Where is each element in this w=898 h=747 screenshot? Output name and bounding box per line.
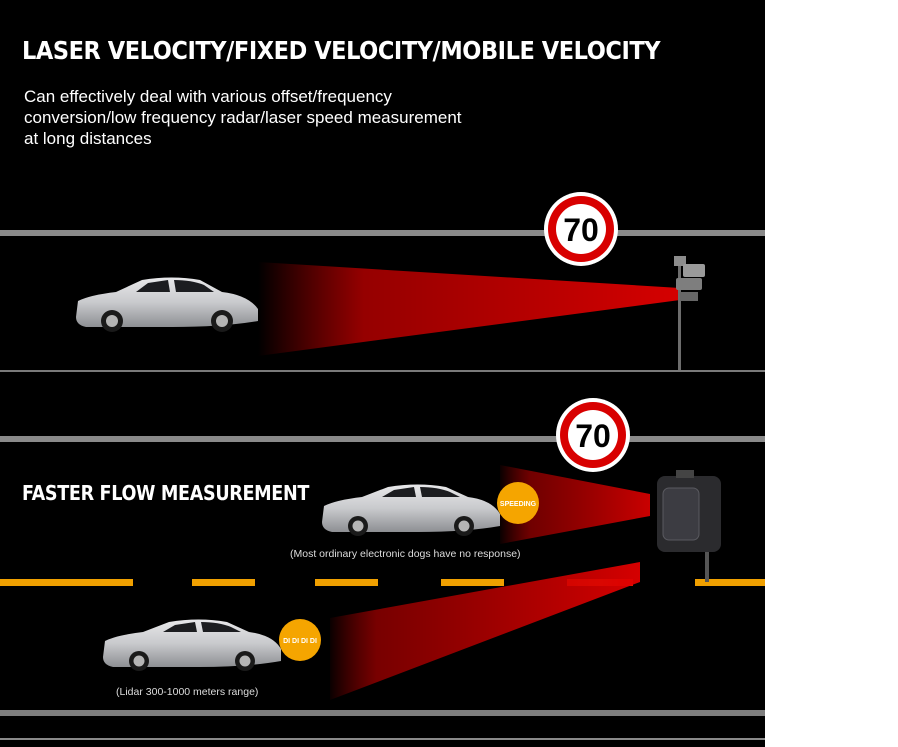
lidar-beam (330, 562, 640, 700)
speed-limit-sign-top: 70 (544, 192, 618, 266)
speed-camera-pole (674, 256, 705, 370)
speed-limit-value: 70 (563, 212, 599, 248)
speed-limit-value-2: 70 (575, 418, 611, 454)
road-edge-line-2 (0, 436, 765, 442)
camera-box (657, 470, 721, 582)
page-title: LASER VELOCITY/FIXED VELOCITY/MOBILE VEL… (22, 36, 661, 65)
speeding-badge-text: SPEEDING (500, 501, 537, 508)
section-divider-line (0, 370, 765, 372)
radar-beam (500, 465, 650, 544)
alert-badge: DI DI DI DI (279, 619, 321, 661)
section-title: FASTER FLOW MEASUREMENT (22, 481, 310, 505)
car-middle-caption: (Most ordinary electronic dogs have no r… (290, 548, 521, 560)
car-bottom-caption: (Lidar 300-1000 meters range) (116, 686, 259, 698)
laser-beam (258, 262, 680, 356)
speed-limit-sign-bottom: 70 (556, 398, 630, 472)
page-subtitle: Can effectively deal with various offset… (24, 87, 462, 148)
scene-graphics: 70 70 SPEEDING DI DI DI DI (0, 192, 765, 740)
car-bottom (103, 619, 281, 671)
infographic-panel: 70 70 SPEEDING DI DI DI DI LASER VELOCIT… (0, 0, 765, 747)
alert-badge-text: DI DI DI DI (283, 638, 317, 645)
speeding-badge: SPEEDING (497, 482, 539, 524)
car-middle (322, 484, 500, 536)
road-edge-line (0, 230, 765, 236)
car-top (76, 277, 258, 332)
lane-dashes (0, 579, 765, 586)
road-bottom-dashes (0, 738, 765, 740)
road-bottom-line (0, 710, 765, 716)
